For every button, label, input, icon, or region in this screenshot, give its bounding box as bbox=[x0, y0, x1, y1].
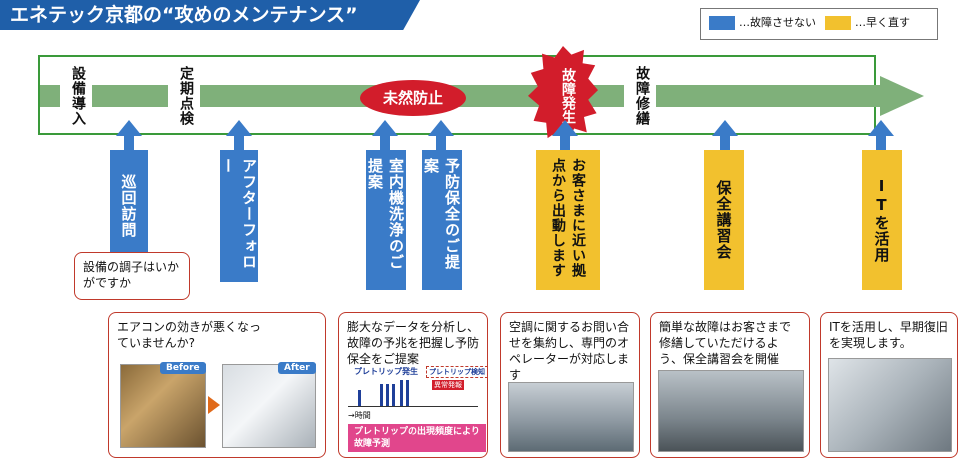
graph-caption: プレトリップの出現頻度により故障予測 bbox=[348, 424, 486, 452]
legend-label-prevent: …故障させない bbox=[739, 16, 816, 29]
graph-label-abnormal: 異常発報 bbox=[432, 380, 464, 390]
callout-seminar-text: 簡単な故障はお客さまで修繕していただけるよう、保全講習会を開催 bbox=[659, 320, 792, 366]
before-photo bbox=[120, 364, 206, 448]
call-center-photo bbox=[508, 382, 634, 452]
pretrip-graph: プレトリップ発生 プレトリップ検知 異常発報 bbox=[348, 366, 488, 412]
stage-inspection: 定期点検 bbox=[168, 60, 200, 132]
up-arrow-shaft bbox=[380, 136, 390, 150]
callout-data-text: 膨大なデータを分析し、故障の予兆を把握し予防保全をご提案 bbox=[347, 320, 480, 366]
up-arrow-icon bbox=[226, 120, 252, 136]
callout-aircon-text: エアコンの効きが悪くなっていませんか? bbox=[117, 320, 262, 350]
graph-bar bbox=[392, 384, 395, 406]
tablet-photo bbox=[828, 358, 952, 452]
pillar-indoor-cleaning: 室内機洗浄のご提案 bbox=[366, 150, 406, 290]
up-arrow-shaft bbox=[876, 136, 886, 150]
page-title: エネテック京都の“攻めのメンテナンス” bbox=[0, 0, 420, 30]
right-arrow-icon bbox=[208, 396, 220, 414]
graph-bar bbox=[386, 384, 389, 406]
pillar-dispatch: お客さまに近い拠点から出動します bbox=[536, 150, 600, 290]
graph-axis-label: →時間 bbox=[348, 411, 371, 420]
graph-axis bbox=[348, 406, 478, 407]
pillar-patrol: 巡回訪問 bbox=[110, 150, 148, 262]
legend: …故障させない …早く直す bbox=[700, 8, 938, 40]
up-arrow-icon bbox=[428, 120, 454, 136]
up-arrow-shaft bbox=[436, 136, 446, 150]
pillar-preventive: 予防保全のご提案 bbox=[422, 150, 462, 290]
up-arrow-icon bbox=[116, 120, 142, 136]
legend-swatch-prevent bbox=[709, 16, 735, 30]
callout-it-text: ITを活用し、早期復旧を実現します。 bbox=[829, 320, 948, 350]
graph-bar bbox=[400, 380, 403, 406]
seminar-photo bbox=[658, 370, 804, 452]
up-arrow-shaft bbox=[234, 136, 244, 150]
failure-label: 故障発生 bbox=[560, 68, 576, 124]
callout-patrol: 設備の調子はいかがですか bbox=[74, 252, 190, 300]
graph-bar bbox=[380, 384, 383, 406]
up-arrow-shaft bbox=[124, 136, 134, 150]
pillar-seminar: 保全講習会 bbox=[704, 150, 744, 290]
after-photo bbox=[222, 364, 316, 448]
up-arrow-shaft bbox=[560, 136, 570, 150]
graph-label-detect: プレトリップ検知 bbox=[426, 366, 488, 378]
after-tag: After bbox=[278, 362, 316, 374]
pillar-followup: アフターフォロー bbox=[219, 150, 258, 282]
up-arrow-icon bbox=[712, 120, 738, 136]
prevention-badge: 未然防止 bbox=[360, 80, 466, 116]
graph-bar bbox=[358, 390, 361, 406]
graph-bar bbox=[406, 380, 409, 406]
pillar-it: ITを活用 bbox=[862, 150, 902, 290]
before-tag: Before bbox=[160, 362, 206, 374]
up-arrow-shaft bbox=[720, 136, 730, 150]
legend-swatch-fix bbox=[825, 16, 851, 30]
up-arrow-icon bbox=[372, 120, 398, 136]
graph-label-pretrip: プレトリップ発生 bbox=[354, 367, 418, 376]
up-arrow-icon bbox=[552, 120, 578, 136]
stage-install: 設備導入 bbox=[60, 60, 92, 132]
legend-label-fix: …早く直す bbox=[855, 16, 910, 29]
stage-repair: 故障修繕 bbox=[624, 60, 656, 132]
up-arrow-icon bbox=[868, 120, 894, 136]
timeline-arrow-head bbox=[880, 76, 924, 116]
callout-dispatch-text: 空調に関するお問い合せを集約し、専門のオペレーターが対応します bbox=[509, 320, 630, 382]
